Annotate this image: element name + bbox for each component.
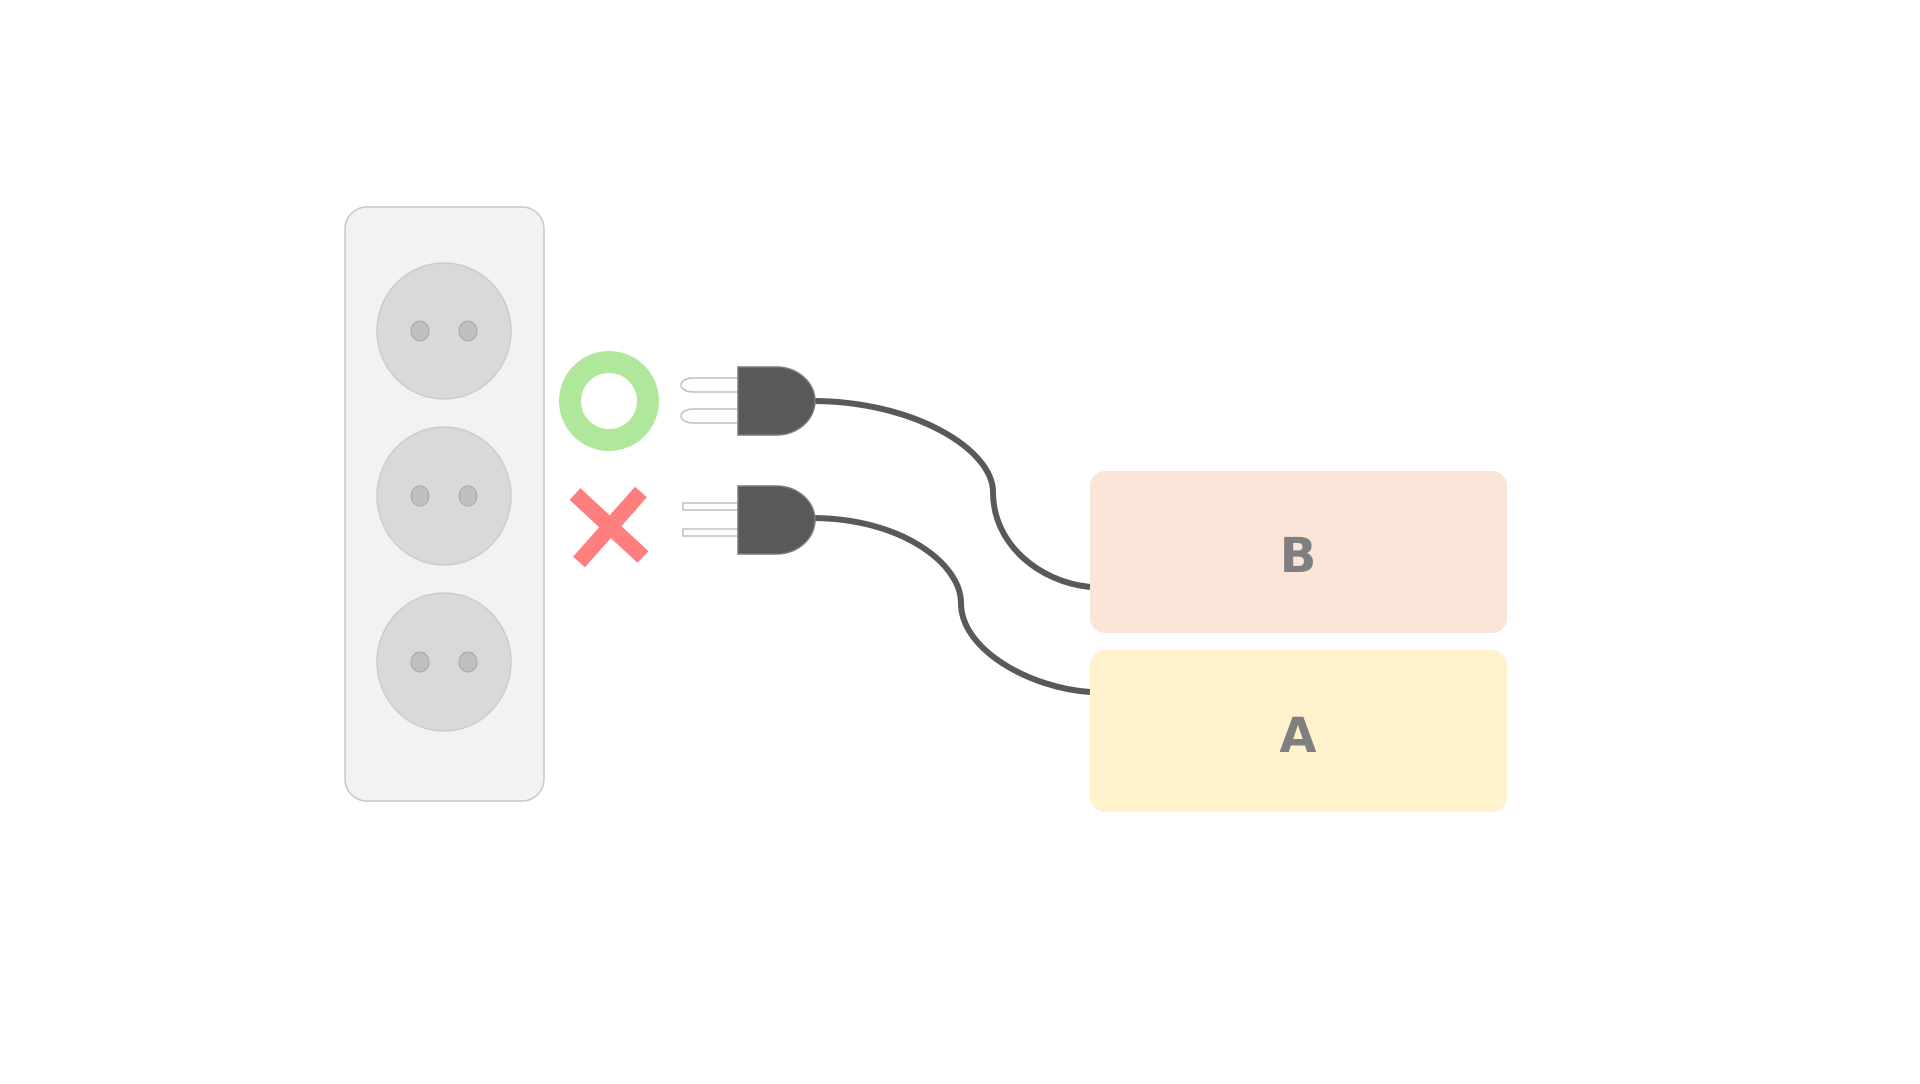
plug-b (680, 366, 816, 436)
socket-hole (458, 320, 478, 342)
cross-stroke (573, 486, 647, 568)
device-b: B (1090, 471, 1507, 633)
plug-a (682, 485, 816, 555)
cable-to-a (811, 515, 1091, 695)
device-a-label: A (1279, 708, 1316, 764)
flat-prong (682, 502, 739, 511)
device-b-label: B (1280, 528, 1317, 584)
circle-icon (559, 351, 659, 451)
socket-2 (376, 426, 512, 566)
socket-3 (376, 592, 512, 732)
socket-hole (410, 651, 430, 673)
socket-hole (410, 320, 430, 342)
plug-a-body (737, 485, 816, 555)
plug-b-body (737, 366, 816, 436)
plug-b-prongs (680, 377, 738, 424)
round-prong (680, 408, 738, 424)
cable-to-b (811, 398, 1091, 590)
plug-a-prongs (682, 502, 739, 537)
socket-hole (458, 485, 478, 507)
device-a: A (1090, 650, 1507, 812)
cross-icon (569, 486, 649, 568)
socket-hole (458, 651, 478, 673)
socket-face (376, 426, 512, 566)
socket-hole (410, 485, 430, 507)
socket-face (376, 592, 512, 732)
flat-prong (682, 528, 739, 537)
power-strip (344, 206, 545, 802)
socket-1 (376, 262, 512, 400)
round-prong (680, 377, 738, 393)
socket-face (376, 262, 512, 400)
